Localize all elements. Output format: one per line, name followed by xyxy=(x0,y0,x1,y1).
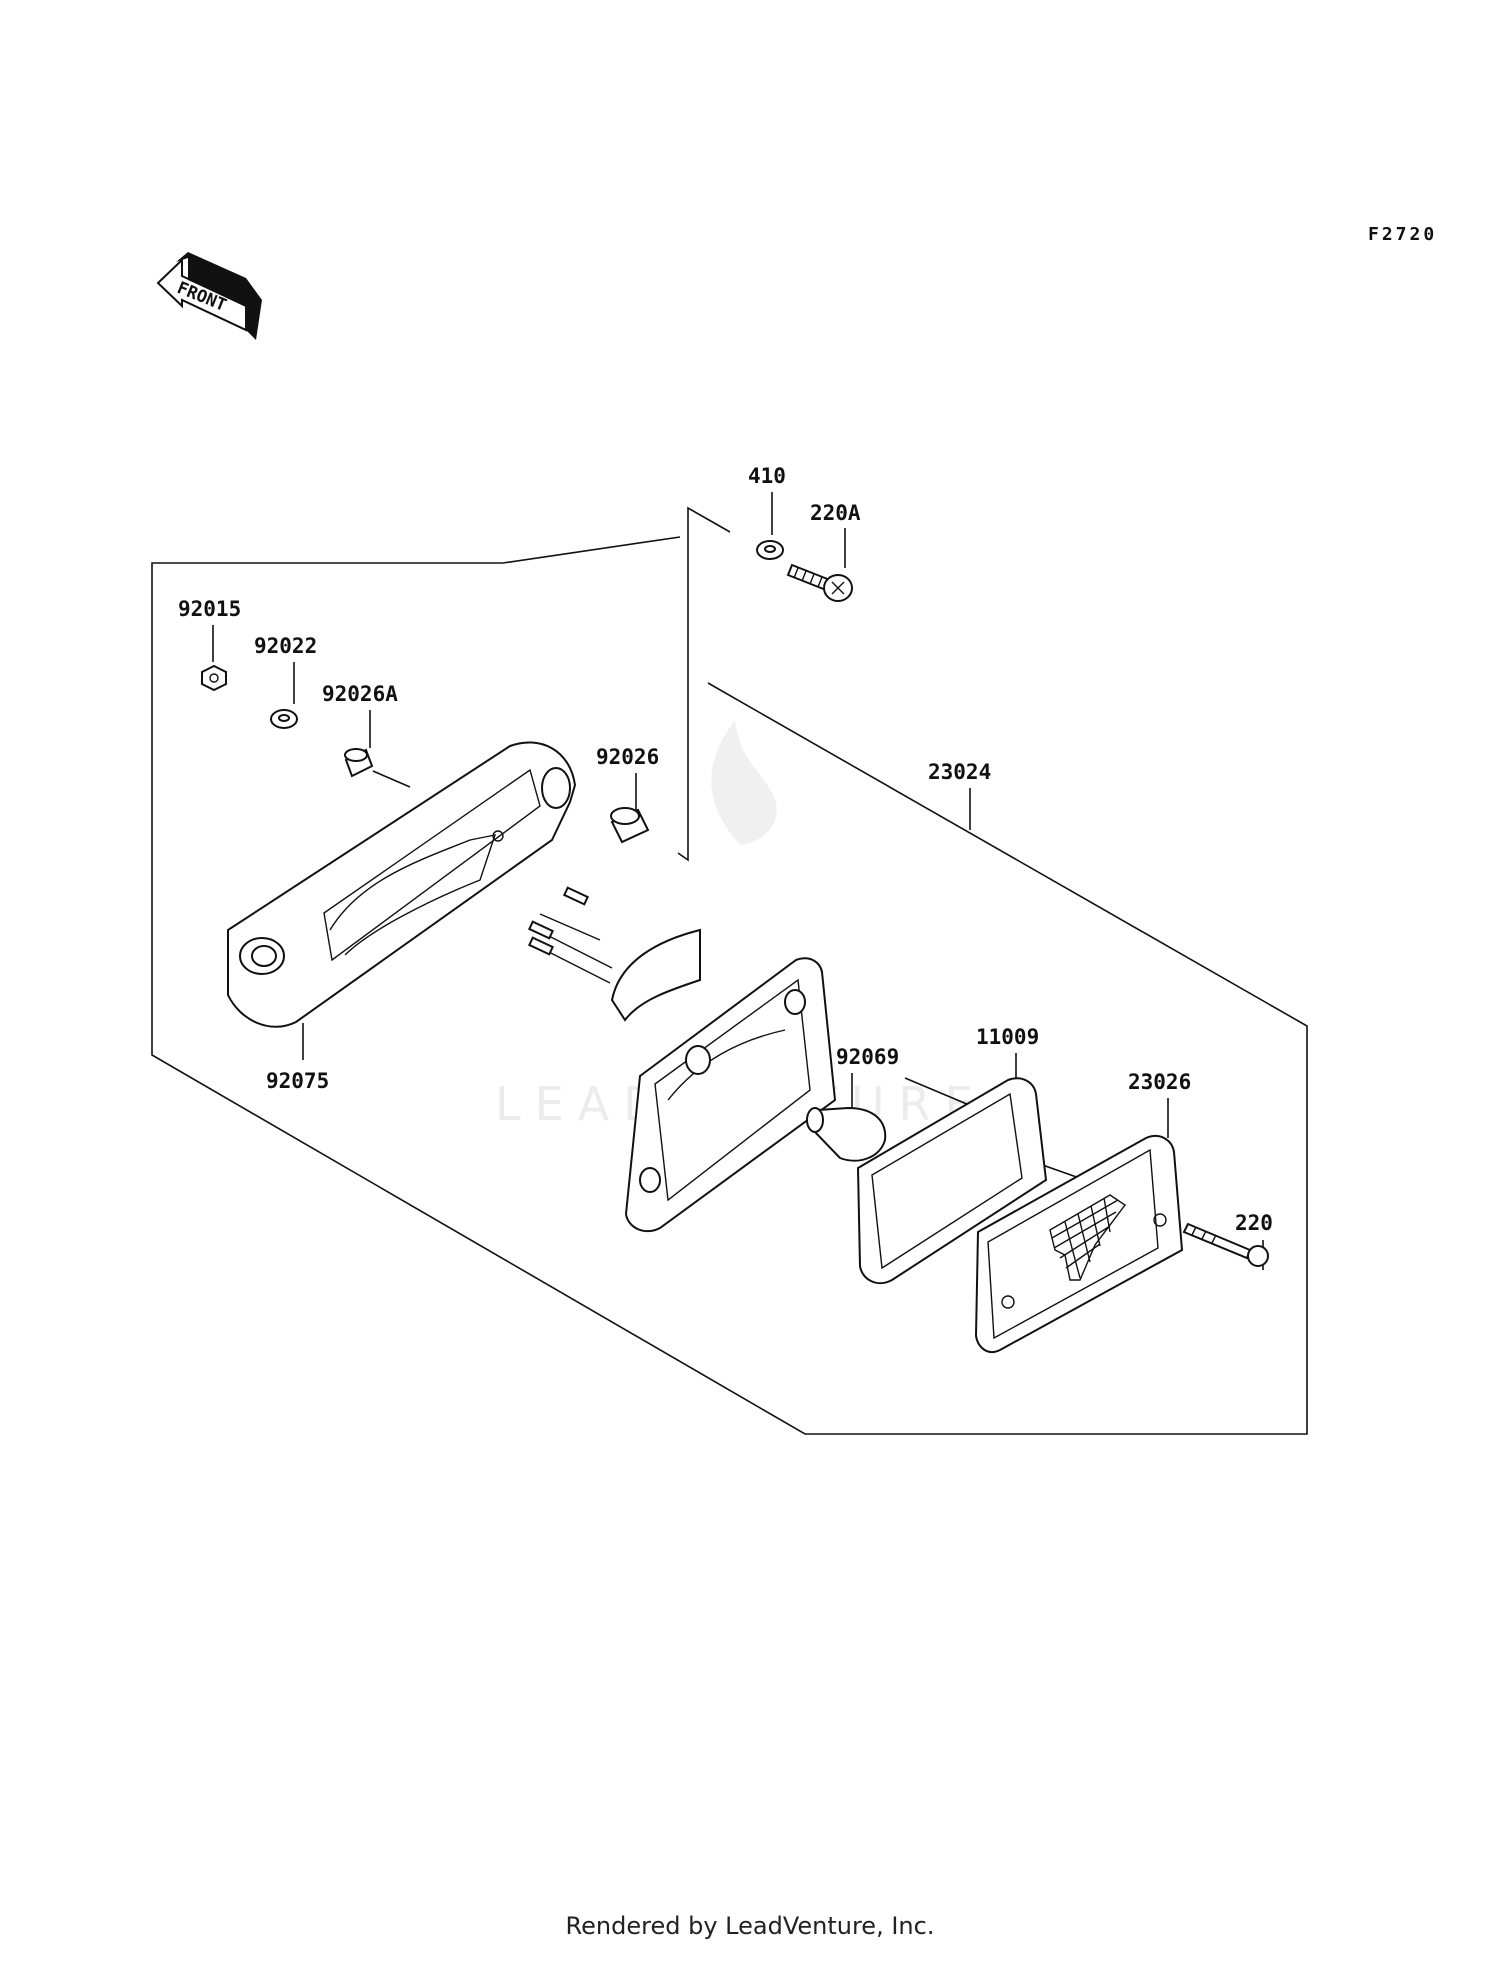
part-number-410: 410 xyxy=(748,464,786,488)
front-arrow-icon: FRONT xyxy=(156,252,262,340)
footer-credit: Rendered by LeadVenture, Inc. xyxy=(565,1912,935,1940)
socket-terminals xyxy=(528,886,701,1022)
part-number-23024: 23024 xyxy=(928,760,991,784)
part-number-92075: 92075 xyxy=(266,1069,329,1093)
washer-92022 xyxy=(270,709,298,729)
part-number-11009: 11009 xyxy=(976,1025,1039,1049)
bulb-92069 xyxy=(806,1106,887,1162)
part-number-23026: 23026 xyxy=(1128,1070,1191,1094)
part-number-220a: 220A xyxy=(810,501,861,525)
washer-410 xyxy=(756,540,784,560)
gasket-11009 xyxy=(856,1077,1048,1285)
part-number-92022: 92022 xyxy=(254,634,317,658)
screw-220 xyxy=(1182,1222,1269,1267)
assembly-outline xyxy=(151,506,1308,1435)
part-number-92015: 92015 xyxy=(178,597,241,621)
collar-92026a xyxy=(344,748,374,778)
part-number-220: 220 xyxy=(1235,1211,1273,1235)
figure-code: F2720 xyxy=(1368,224,1437,245)
leader-lines xyxy=(212,492,1264,1270)
part-number-92026: 92026 xyxy=(596,745,659,769)
part-labels: 410 220A 92015 92022 92026A 92026 23024 … xyxy=(178,464,1273,1235)
part-number-92069: 92069 xyxy=(836,1045,899,1069)
collar-92026 xyxy=(610,807,650,844)
lens-23026 xyxy=(974,1134,1184,1354)
part-number-92026a: 92026A xyxy=(322,682,398,706)
housing-92075 xyxy=(227,741,577,1028)
screw-220a xyxy=(786,563,853,602)
lens-housing xyxy=(624,957,837,1233)
nut-92015 xyxy=(201,664,227,692)
